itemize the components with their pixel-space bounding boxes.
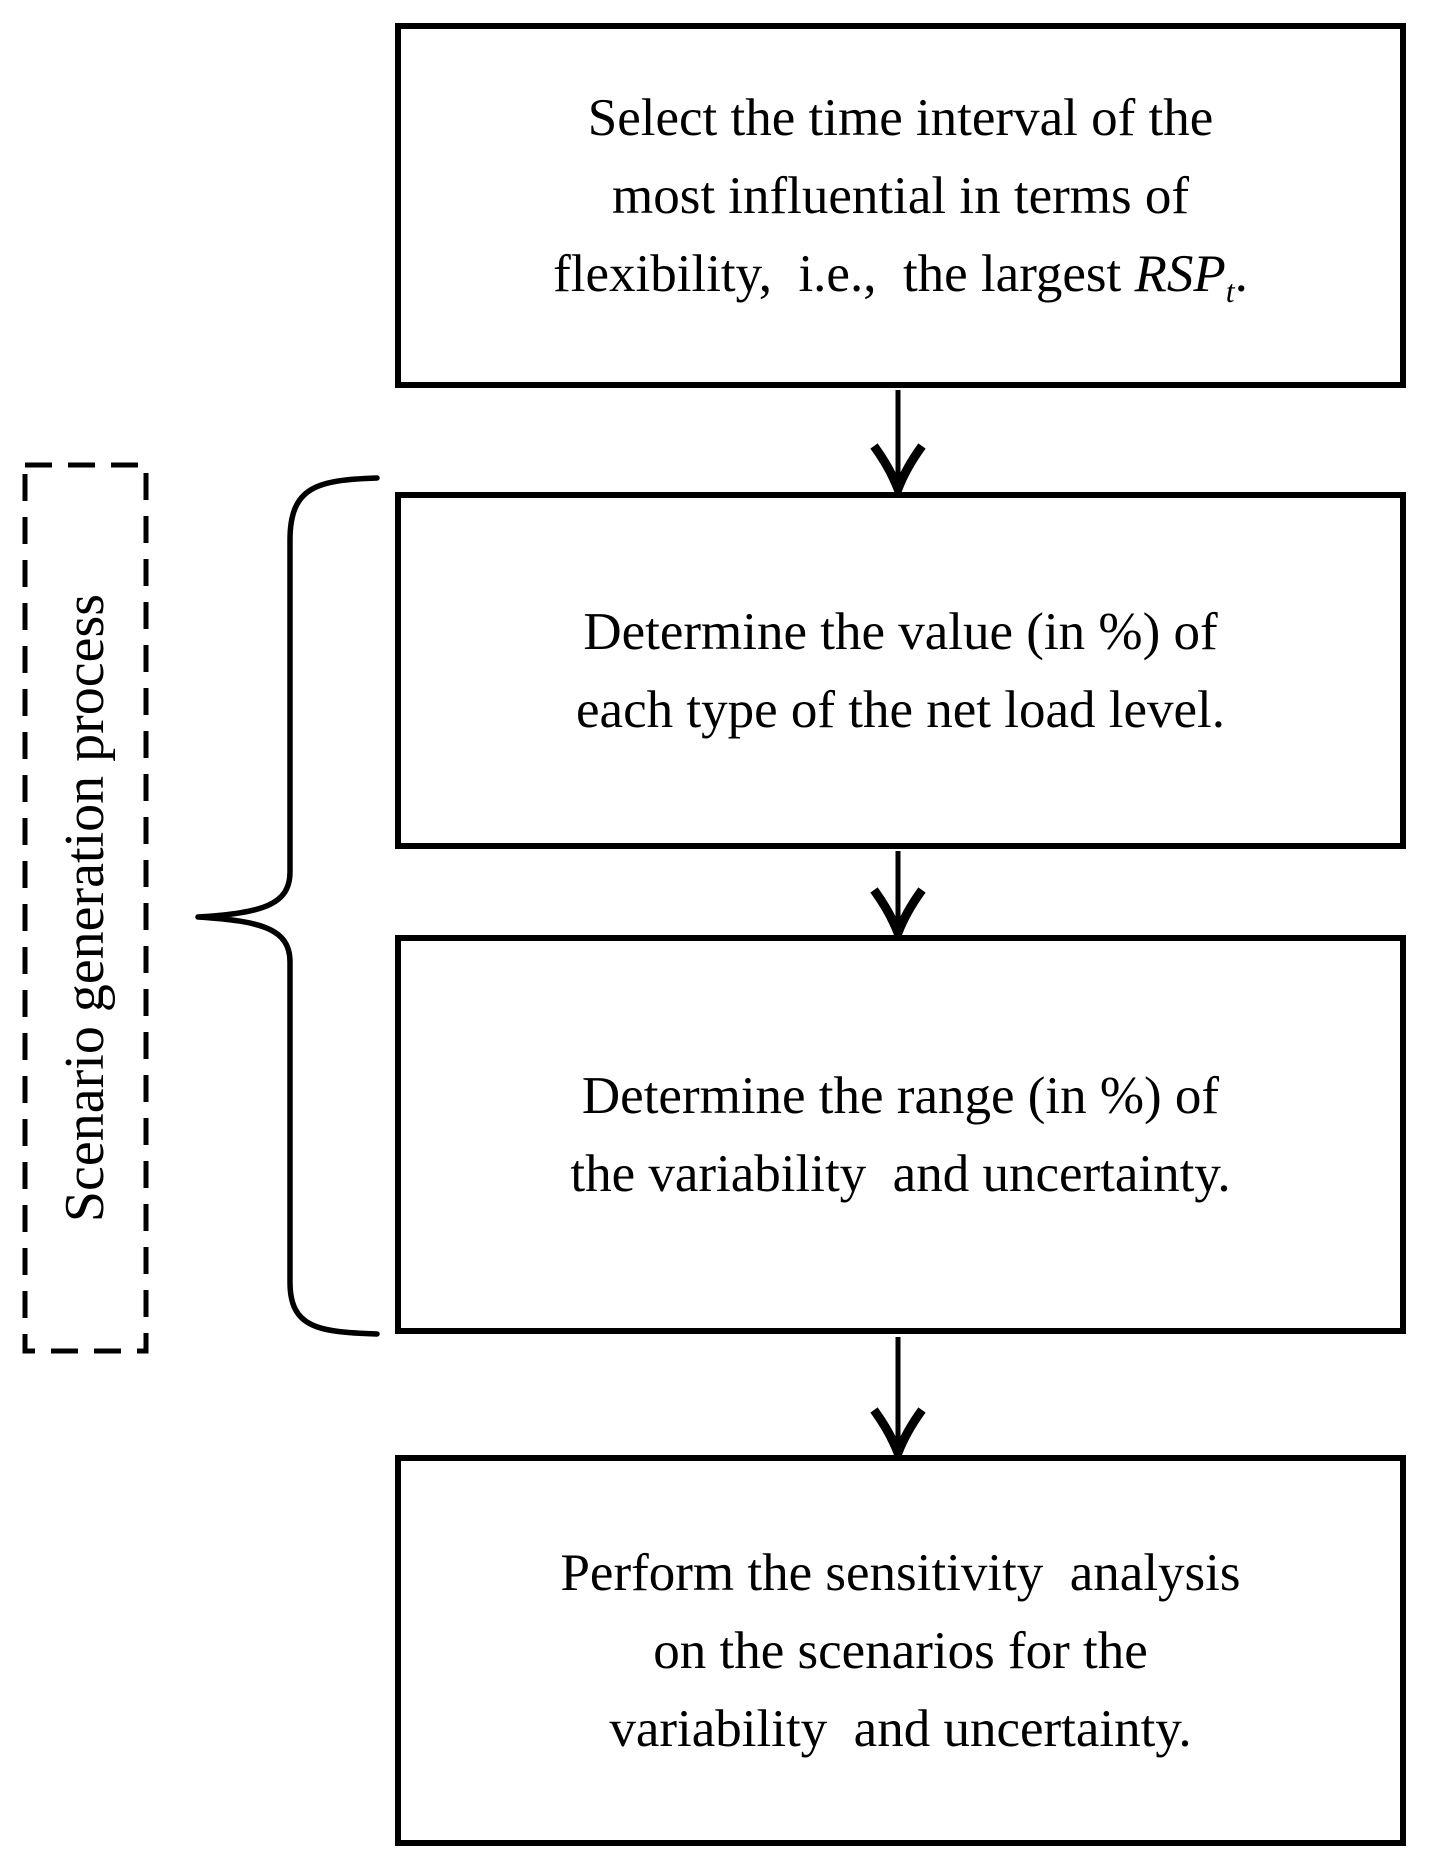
down-arrow-icon-3 bbox=[870, 1337, 926, 1466]
left-curly-brace-icon bbox=[195, 475, 380, 1337]
dashed-group-frame bbox=[22, 462, 149, 1354]
scenario-generation-process-label: Scenario generation process bbox=[54, 593, 116, 1223]
down-arrow-icon-1 bbox=[870, 390, 926, 502]
down-arrow-icon-2 bbox=[870, 851, 926, 946]
